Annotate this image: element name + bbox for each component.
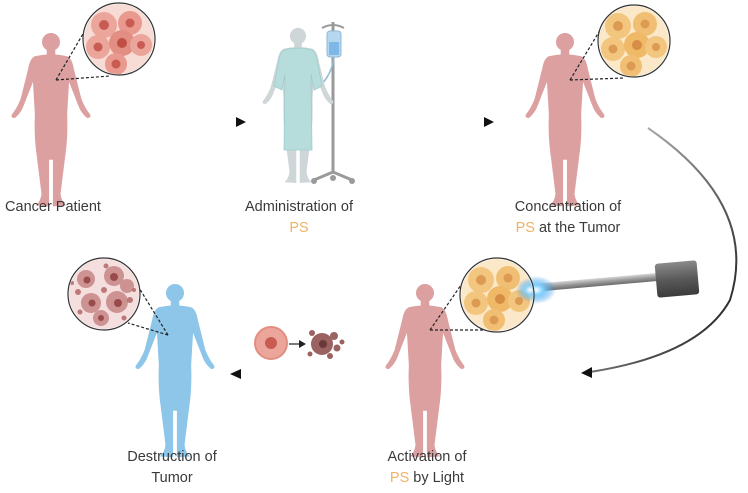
cancer-patient-text: Cancer Patient: [5, 199, 101, 215]
label-cancer-patient: Cancer Patient: [0, 197, 106, 218]
cell-destruction-transition: [254, 326, 345, 360]
activation-post-text: by Light: [409, 470, 465, 486]
label-concentration: Concentration of PS at the Tumor: [490, 197, 646, 239]
label-administration: Administration of PS: [226, 197, 372, 239]
patient-in-gown-figure: [262, 27, 334, 184]
concentration-post-text: at the Tumor: [534, 220, 621, 236]
administration-text: Administration of: [245, 199, 353, 215]
patient-figure-concentration: [525, 32, 605, 207]
ps-loaded-cells-zoom: [597, 4, 671, 78]
activation-text: Activation of: [387, 449, 467, 465]
destruction-text-line1: Destruction of: [127, 449, 217, 465]
destruction-text-line2: Tumor: [151, 470, 193, 486]
destroyed-cells-zoom: [67, 257, 141, 331]
activation-ps-text: PS: [389, 470, 410, 486]
arrow-step4-to-step5: [230, 369, 366, 379]
iv-drip-icon: [311, 22, 355, 184]
tumor-zoom-lines-3: [429, 271, 484, 331]
label-destruction: Destruction of Tumor: [102, 447, 242, 489]
cancer-patient-figure: [11, 32, 91, 207]
administration-ps-text: PS: [289, 220, 309, 236]
patient-figure-activation: [385, 283, 465, 458]
light-activated-cells-zoom: [459, 257, 535, 333]
arrow-step3-to-step4: [581, 127, 738, 378]
laser-light-icon: [516, 260, 700, 304]
concentration-ps-text: PS: [515, 220, 535, 236]
label-activation: Activation of PS by Light: [362, 447, 492, 489]
tumor-cells-zoom-1: [82, 2, 156, 76]
concentration-text: Concentration of: [514, 199, 622, 215]
arrow-step1-to-step2: [112, 117, 246, 127]
arrow-step2-to-step3: [358, 117, 494, 127]
treated-patient-figure: [135, 283, 215, 458]
